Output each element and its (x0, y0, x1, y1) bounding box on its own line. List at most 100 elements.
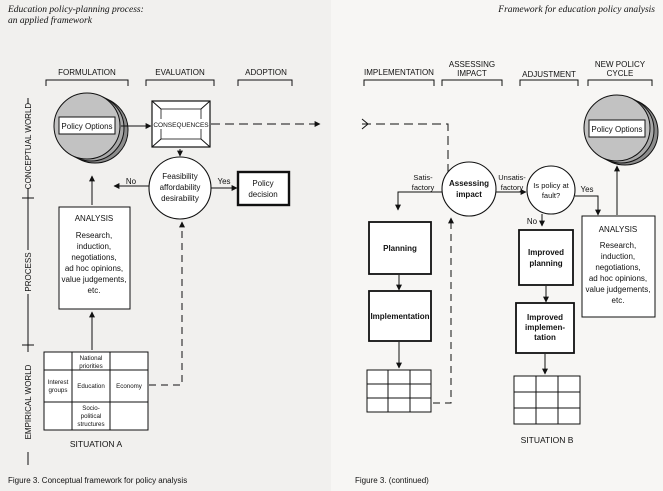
planning-box: Planning (368, 221, 432, 275)
improved-implementation-box: Improved implemen- tation (515, 302, 575, 354)
svg-text:Improved: Improved (528, 248, 564, 257)
svg-text:negotiations,: negotiations, (71, 253, 116, 262)
edge-outcome-to-assessing (433, 217, 454, 404)
svg-text:desirability: desirability (161, 194, 199, 203)
label-conceptual-world: CONCEPTUAL WORLD (24, 103, 33, 190)
svg-text:Policy Options: Policy Options (61, 122, 112, 131)
svg-text:IMPACT: IMPACT (457, 69, 487, 78)
situation-a-grid: National priorities Interest groups Educ… (43, 351, 149, 431)
phase-evaluation: EVALUATION (145, 68, 215, 86)
svg-text:ad hoc opinions,: ad hoc opinions, (589, 274, 647, 283)
svg-text:groups: groups (49, 387, 68, 394)
svg-text:Research,: Research, (600, 241, 636, 250)
label-process: PROCESS (24, 252, 33, 291)
analysis-box-right: ANALYSIS Research, induction, negotiatio… (581, 215, 656, 318)
svg-text:CYCLE: CYCLE (607, 69, 634, 78)
edge-fault-yes (575, 195, 601, 216)
feasibility-node: Feasibility affordability desirability (148, 156, 212, 220)
world-axis: CONCEPTUAL WORLD PROCESS EMPIRICAL WORLD (20, 98, 36, 465)
edge-dashed-incoming (362, 123, 449, 178)
svg-text:induction,: induction, (601, 252, 635, 261)
svg-text:Interest: Interest (48, 379, 69, 386)
svg-text:ANALYSIS: ANALYSIS (75, 214, 114, 223)
svg-text:IMPLEMENTATION: IMPLEMENTATION (364, 68, 434, 77)
improved-planning-box: Improved planning (518, 229, 574, 286)
svg-text:Implementation: Implementation (370, 312, 429, 321)
svg-text:Assessing: Assessing (449, 179, 489, 188)
svg-text:induction,: induction, (77, 242, 111, 251)
phase-adoption: ADOPTION (237, 68, 293, 86)
consequences-box: CONSEQUENCES (151, 100, 211, 148)
svg-text:structures: structures (77, 421, 104, 428)
situation-a-label: SITUATION A (70, 439, 123, 449)
dashed-arrow-tip (361, 118, 369, 130)
implementation-outcome-grid (366, 369, 432, 413)
edge-situation-to-feasibility (149, 221, 185, 386)
phase-implementation: IMPLEMENTATION (363, 68, 435, 86)
implementation-box: Implementation (368, 290, 432, 342)
svg-text:decision: decision (248, 190, 277, 199)
svg-text:negotiations,: negotiations, (595, 263, 640, 272)
svg-text:factory: factory (412, 183, 435, 192)
svg-text:affordability: affordability (160, 183, 201, 192)
svg-text:ad hoc opinions,: ad hoc opinions, (65, 264, 123, 273)
svg-text:ANALYSIS: ANALYSIS (599, 225, 638, 234)
label-empirical-world: EMPIRICAL WORLD (24, 364, 33, 439)
right-header: Framework for education policy analysis (497, 4, 655, 15)
left-caption: Figure 3. Conceptual framework for polic… (8, 476, 187, 485)
phase-assessing-impact: ASSESSING IMPACT (441, 60, 503, 86)
situation-b-grid (513, 375, 581, 425)
left-header-line2: an applied framework (8, 15, 93, 26)
policy-options-disk-right: Policy Options (583, 94, 659, 166)
svg-text:tation: tation (534, 333, 556, 342)
svg-text:ASSESSING: ASSESSING (449, 60, 495, 69)
left-header-line1: Education policy-planning process: (7, 5, 144, 15)
svg-text:impact: impact (456, 190, 482, 199)
svg-text:Education: Education (77, 383, 105, 390)
svg-text:Is policy at: Is policy at (533, 181, 569, 190)
svg-text:Improved: Improved (527, 313, 563, 322)
svg-text:Policy Options: Policy Options (591, 125, 642, 134)
svg-text:planning: planning (529, 259, 562, 268)
svg-text:FORMULATION: FORMULATION (58, 68, 116, 77)
edge-satisfactory (395, 191, 442, 211)
svg-text:value judgements,: value judgements, (586, 285, 651, 294)
right-caption: Figure 3. (continued) (355, 476, 429, 485)
svg-text:NEW POLICY: NEW POLICY (595, 60, 646, 69)
phase-formulation: FORMULATION (45, 68, 129, 86)
fault-node: Is policy at fault? (526, 165, 576, 215)
svg-text:etc.: etc. (612, 296, 625, 305)
svg-text:Feasibility: Feasibility (162, 172, 198, 181)
label-satisfactory: Satis- factory (412, 173, 435, 192)
label-unsatisfactory: Unsatis- factory (498, 173, 526, 192)
svg-text:Planning: Planning (383, 244, 417, 253)
svg-text:CONSEQUENCES: CONSEQUENCES (153, 122, 209, 129)
svg-text:value judgements,: value judgements, (62, 275, 127, 284)
label-yes-right: Yes (580, 185, 593, 194)
svg-text:ADJUSTMENT: ADJUSTMENT (522, 70, 576, 79)
situation-b-label: SITUATION B (521, 435, 574, 445)
svg-text:EVALUATION: EVALUATION (155, 68, 205, 77)
label-no-left: No (126, 177, 137, 186)
analysis-box-left: ANALYSIS Research, induction, negotiatio… (58, 206, 131, 310)
svg-text:National: National (80, 355, 103, 362)
svg-text:factory: factory (501, 183, 524, 192)
svg-text:political: political (81, 413, 102, 420)
svg-text:Policy: Policy (252, 179, 273, 188)
svg-text:ADOPTION: ADOPTION (245, 68, 287, 77)
svg-text:Socio-: Socio- (82, 405, 100, 412)
label-no-right: No (527, 217, 538, 226)
svg-text:implemen-: implemen- (525, 323, 565, 332)
phase-adjustment: ADJUSTMENT (519, 70, 579, 86)
label-yes-left: Yes (217, 177, 230, 186)
policy-decision-box: Policy decision (236, 170, 291, 207)
phase-new-policy-cycle: NEW POLICY CYCLE (587, 60, 653, 86)
svg-text:Unsatis-: Unsatis- (498, 173, 526, 182)
svg-text:Economy: Economy (116, 383, 143, 390)
policy-options-disk-left: Policy Options (53, 92, 129, 164)
svg-text:Satis-: Satis- (413, 173, 433, 182)
svg-text:Research,: Research, (76, 231, 112, 240)
svg-text:fault?: fault? (542, 191, 560, 200)
